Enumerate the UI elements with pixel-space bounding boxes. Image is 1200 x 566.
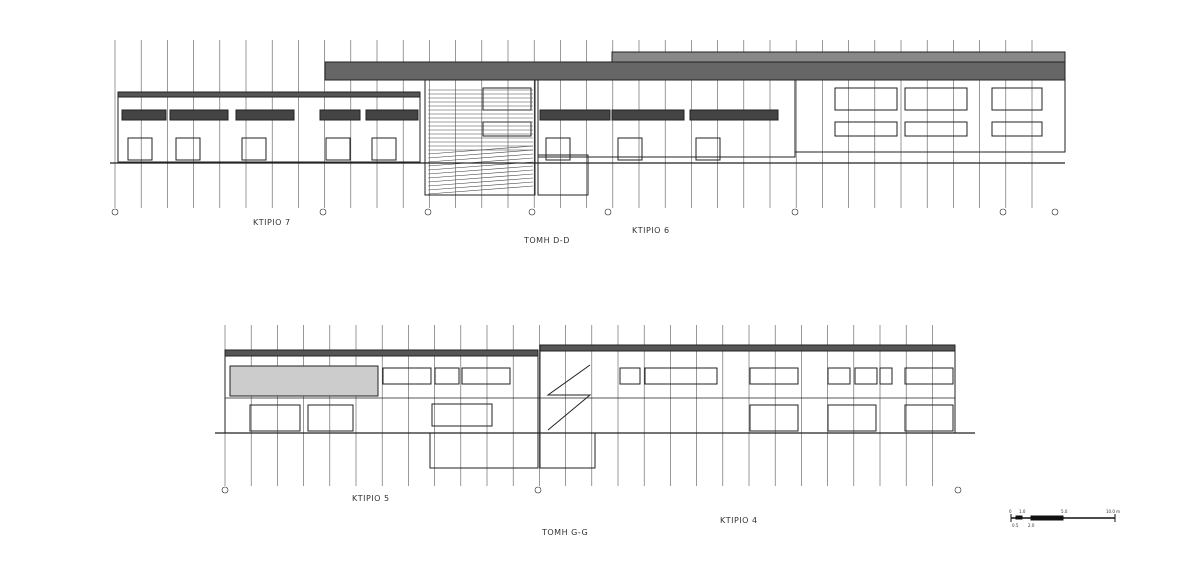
windows-top (121, 87, 1043, 161)
building-7-label: ΚΤΙΡΙΟ 7 (253, 218, 291, 227)
basement-4 (539, 432, 596, 469)
window-band (121, 109, 167, 121)
scale-tick: 5.0 (1061, 509, 1068, 514)
basement (537, 154, 589, 196)
windows-bottom (249, 364, 954, 432)
building-4-label: ΚΤΙΡΙΟ 4 (720, 516, 758, 525)
window (904, 87, 968, 111)
skylight-hatch (229, 365, 379, 397)
building-5-roof (224, 349, 539, 357)
window (991, 121, 1043, 137)
building-7-roof (117, 91, 421, 98)
window (249, 404, 301, 432)
door (241, 137, 267, 161)
hatch-line (427, 173, 534, 183)
window (827, 404, 877, 432)
grid-axis-marker (999, 208, 1007, 216)
grid-axis-marker (111, 208, 119, 216)
window (904, 121, 968, 137)
door (617, 137, 643, 161)
grid-axis-marker (221, 486, 229, 494)
door (545, 137, 571, 161)
section-g-g-title: ΤΟΜΗ G-G (542, 528, 589, 537)
stair (546, 364, 592, 431)
grid-axis-marker (604, 208, 612, 216)
window (827, 367, 851, 385)
hatch-line (427, 181, 534, 191)
scale-bar (1010, 514, 1116, 522)
grid-axis-marker (1051, 208, 1059, 216)
window-band (235, 109, 295, 121)
grid-axis-marker (319, 208, 327, 216)
window-band (689, 109, 779, 121)
section-g-g (215, 344, 975, 469)
window-band (169, 109, 229, 121)
window (482, 87, 532, 111)
door (175, 137, 201, 161)
grid-axis-marker (534, 486, 542, 494)
window (382, 367, 432, 385)
roof-band (324, 61, 1066, 81)
scale-tick: 10.0 m (1106, 509, 1121, 514)
window (904, 367, 954, 385)
grid-axis-marker (791, 208, 799, 216)
hatch-line (427, 149, 534, 159)
window (434, 367, 460, 385)
hatch-line (427, 161, 534, 171)
window-band (539, 109, 611, 121)
section-d-d-title: ΤΟΜΗ D-D (524, 236, 570, 245)
scale-tick: 0.5 (1012, 523, 1019, 528)
scale-tick: 0 (1009, 509, 1012, 514)
window (904, 404, 954, 432)
window (991, 87, 1043, 111)
window (461, 367, 511, 385)
window (644, 367, 718, 385)
door (371, 137, 397, 161)
building-6-main (794, 79, 1066, 153)
grid-axis-marker (528, 208, 536, 216)
door (695, 137, 721, 161)
window (879, 367, 893, 385)
window (749, 367, 799, 385)
stair-hatch (427, 89, 534, 195)
window-band (611, 109, 685, 121)
window (834, 87, 898, 111)
basement-5 (429, 432, 539, 469)
hatch-line (427, 165, 534, 175)
window (854, 367, 878, 385)
building-7-outline (117, 91, 421, 163)
stair-core (424, 79, 536, 196)
building-4-outline (539, 344, 956, 434)
window (749, 404, 799, 432)
window (834, 121, 898, 137)
hatch-line (427, 153, 534, 163)
grid-axis-marker (954, 486, 962, 494)
hatch-line (427, 145, 534, 155)
scale-tick: 2.0 (1028, 523, 1035, 528)
building-4-roof (539, 344, 956, 352)
hatch-line (427, 185, 534, 195)
window (619, 367, 641, 385)
building-5-label: ΚΤΙΡΙΟ 5 (352, 494, 390, 503)
upper-roof (611, 51, 1066, 63)
scale-tick: 1.0 (1019, 509, 1026, 514)
door (325, 137, 351, 161)
section-d-d (110, 51, 1066, 196)
window-band (365, 109, 419, 121)
door (127, 137, 153, 161)
window-band (319, 109, 361, 121)
grid-axis-marker (424, 208, 432, 216)
window (307, 404, 354, 432)
hatch-line (427, 169, 534, 179)
hatch-line (427, 157, 534, 167)
hatch-line (427, 177, 534, 187)
building-6-label: ΚΤΙΡΙΟ 6 (632, 226, 670, 235)
window (431, 403, 493, 427)
